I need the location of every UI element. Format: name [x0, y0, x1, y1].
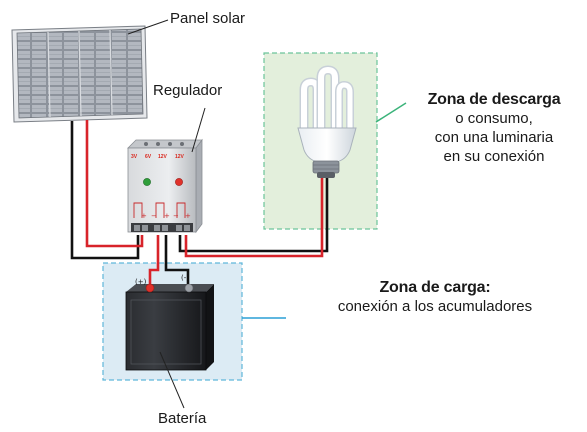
cfl-bulb — [297, 65, 357, 178]
regulador-label: Regulador — [153, 82, 223, 99]
svg-text:+: + — [141, 212, 147, 220]
regulator-leader-line — [191, 107, 206, 153]
panel-solar-label: Panel solar — [170, 10, 246, 27]
battery-wires — [148, 235, 190, 286]
lamp-wires — [178, 178, 329, 258]
regulator-marking: 12V — [175, 154, 185, 160]
regulator-marking: 12V — [158, 154, 168, 160]
panel-wires — [70, 120, 144, 260]
regulator-marking: 6V — [145, 154, 152, 160]
svg-text:−: − — [173, 212, 179, 220]
bateria-label: Batería — [158, 410, 207, 427]
discharge-zone-title: Zona de descarga — [427, 91, 561, 108]
regulator-marking: 3V — [131, 154, 138, 160]
regulator: 3V 6V 12V 12V +− +− + — [127, 138, 203, 234]
discharge-zone-line: en su conexión — [443, 147, 545, 165]
panel-leader-line — [127, 19, 169, 35]
discharge-zone-line: con una luminaria — [434, 128, 554, 146]
battery: (+) (-) — [125, 274, 214, 371]
charge-zone-title: Zona de carga: — [379, 279, 491, 296]
battery-positive-terminal: (+) — [135, 278, 147, 286]
svg-text:−: − — [151, 212, 157, 220]
discharge-zone-label: Zona de descarga o consumo, con una lumi… — [405, 90, 583, 166]
green-led-icon — [143, 178, 151, 186]
charge-zone-line: conexión a los acumuladores — [337, 298, 533, 315]
discharge-leader-line — [375, 102, 407, 123]
battery-leader-line — [159, 351, 185, 409]
red-led-icon — [175, 178, 183, 186]
discharge-zone-line: o consumo, — [455, 110, 533, 127]
svg-text:+: + — [185, 212, 191, 220]
charge-zone-label: Zona de carga: conexión a los acumulador… — [290, 278, 580, 317]
battery-negative-terminal: (-) — [181, 274, 189, 282]
solar-panel — [11, 25, 148, 123]
svg-text:+: + — [164, 212, 170, 220]
